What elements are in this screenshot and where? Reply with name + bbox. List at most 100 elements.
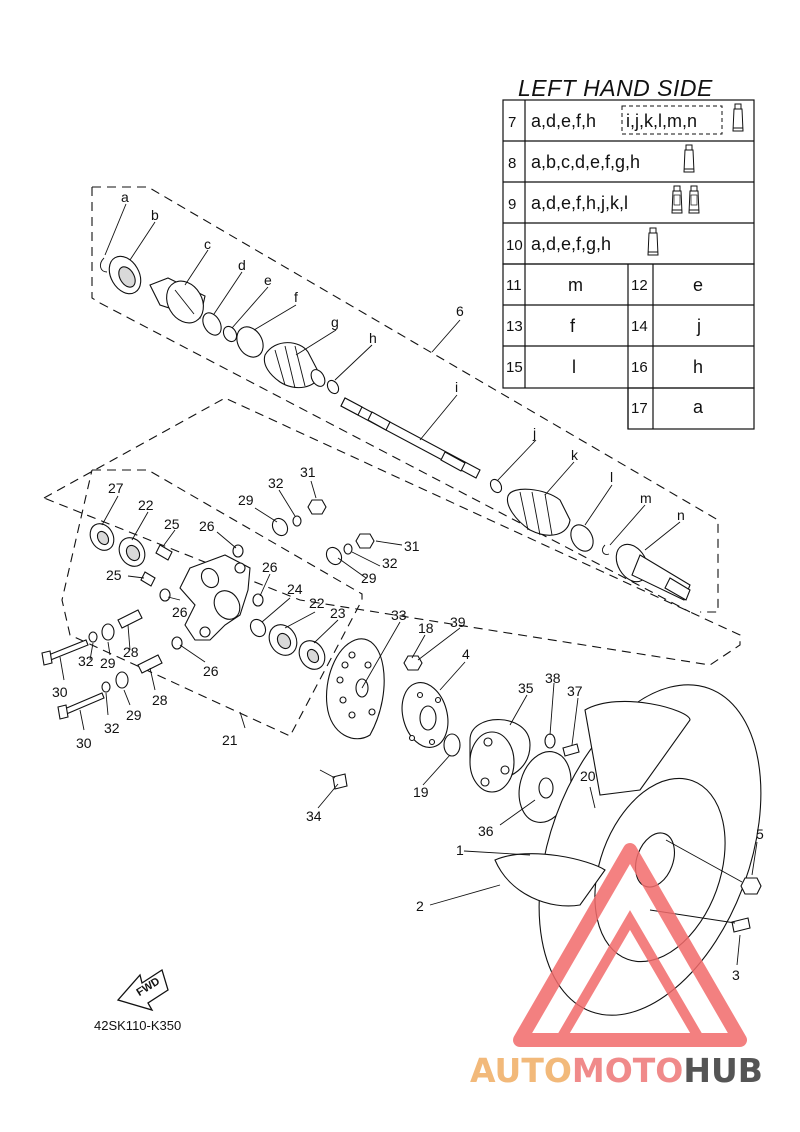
- part-label: 30: [76, 735, 92, 751]
- table-pair-number: 12: [631, 277, 648, 294]
- watermark-logo-icon: [513, 843, 747, 1047]
- part-label: 36: [478, 823, 494, 839]
- part-number-labels: 1 2 3 4 5 6 18 19 20 21 22 22 23 24 25 2…: [52, 303, 764, 983]
- part-label: 23: [330, 605, 346, 621]
- watermark-part2: MOTO: [572, 1051, 683, 1090]
- part-label: 26: [199, 518, 215, 534]
- part-label: 28: [123, 644, 139, 660]
- part-label: 26: [172, 604, 188, 620]
- part-label: 28: [152, 692, 168, 708]
- part-label: 6: [456, 303, 464, 319]
- table-row-8-number: 8: [508, 155, 516, 172]
- table-row-7-number: 7: [508, 114, 516, 131]
- part-label: 39: [450, 614, 466, 630]
- part-label: i: [455, 379, 458, 395]
- part-label: 5: [756, 826, 764, 842]
- part-label: a: [121, 189, 129, 205]
- table-row-7-parts: a,d,e,f,h: [531, 111, 596, 131]
- grease-tube-icon: [647, 227, 659, 256]
- part-label: l: [610, 469, 613, 485]
- table-row-7-boxed-parts: i,j,k,l,m,n: [626, 111, 697, 131]
- wheel: [494, 684, 762, 1016]
- part-label: 26: [203, 663, 219, 679]
- part-label: 18: [418, 620, 434, 636]
- table-title: LEFT HAND SIDE: [518, 75, 713, 101]
- table-pair-value: a: [693, 397, 704, 417]
- table-pair-value: f: [570, 316, 576, 336]
- part-label: 31: [404, 538, 420, 554]
- part-label: b: [151, 207, 159, 223]
- part-label: 30: [52, 684, 68, 700]
- part-label: 29: [100, 655, 116, 671]
- table-pair-value: m: [568, 275, 583, 295]
- fwd-arrow-icon: FWD: [116, 968, 169, 1012]
- table-pair-value: j: [696, 316, 701, 336]
- part-label: 25: [164, 516, 180, 532]
- part-label: 29: [361, 570, 377, 586]
- table-row-10-number: 10: [506, 237, 523, 254]
- grease-tube-icon: [683, 144, 695, 173]
- part-label: 27: [108, 480, 124, 496]
- table-pair-number: 11: [506, 277, 522, 294]
- part-label: 32: [268, 475, 284, 491]
- part-label: 22: [309, 595, 325, 611]
- table-pair-number: 17: [631, 400, 648, 417]
- part-label: 25: [106, 567, 122, 583]
- grease-tube-icon: [671, 185, 683, 214]
- part-label: k: [571, 447, 579, 463]
- part-label: 37: [567, 683, 583, 699]
- table-row-9-parts: a,d,e,f,h,j,k,l: [531, 193, 628, 213]
- part-label: f: [294, 289, 298, 305]
- watermark-part3: HUB: [683, 1051, 763, 1090]
- brake-disc: [325, 638, 385, 790]
- diagram-code: 42SK110-K350: [94, 1018, 181, 1033]
- part-label: d: [238, 257, 246, 273]
- part-label: 33: [391, 607, 407, 623]
- part-label: 24: [287, 581, 303, 597]
- part-label: m: [640, 490, 652, 506]
- part-label: 38: [545, 670, 561, 686]
- part-letter-labels: a b c d e f g h i j k l m n: [121, 189, 685, 523]
- part-label: 22: [138, 497, 154, 513]
- table-pair-value: l: [572, 357, 576, 377]
- part-label: 21: [222, 732, 238, 748]
- assembly-outlines: [42, 186, 741, 737]
- table-pair-number: 13: [506, 318, 523, 335]
- table-pair-value: e: [693, 275, 703, 295]
- part-label: 31: [300, 464, 316, 480]
- grease-tube-icon: [688, 185, 700, 214]
- part-label: 32: [382, 555, 398, 571]
- part-label: 34: [306, 808, 322, 824]
- part-label: g: [331, 314, 339, 330]
- table-pair-number: 16: [631, 359, 648, 376]
- watermark-part1: AUTO: [470, 1051, 572, 1090]
- part-label: 3: [732, 967, 740, 983]
- part-label: 1: [456, 842, 464, 858]
- part-label: 32: [78, 653, 94, 669]
- table-row-10-parts: a,d,e,f,g,h: [531, 234, 611, 254]
- part-label: j: [532, 425, 536, 441]
- part-label: n: [677, 507, 685, 523]
- table-row-9-number: 9: [508, 196, 516, 213]
- part-label: 19: [413, 784, 429, 800]
- part-label: 32: [104, 720, 120, 736]
- part-label: 29: [126, 707, 142, 723]
- table-pair-number: 15: [506, 359, 523, 376]
- grease-tube-icon: [732, 103, 744, 132]
- part-label: 29: [238, 492, 254, 508]
- left-hand-side-table: LEFT HAND SIDE 7 a,d,e,f,h i,j,k,l,m,n 8…: [502, 75, 755, 430]
- part-label: h: [369, 330, 377, 346]
- table-pair-value: h: [693, 357, 703, 377]
- part-label: 20: [580, 768, 596, 784]
- part-label: e: [264, 272, 272, 288]
- part-label: c: [204, 236, 211, 252]
- part-label: 35: [518, 680, 534, 696]
- leader-lines: [59, 203, 758, 966]
- part-label: 26: [262, 559, 278, 575]
- drive-shaft-assembly: [100, 255, 691, 601]
- watermark-text: AUTOMOTOHUB: [470, 1051, 763, 1090]
- part-label: 2: [416, 898, 424, 914]
- table-row-8-parts: a,b,c,d,e,f,g,h: [531, 152, 640, 172]
- part-label: 4: [462, 646, 470, 662]
